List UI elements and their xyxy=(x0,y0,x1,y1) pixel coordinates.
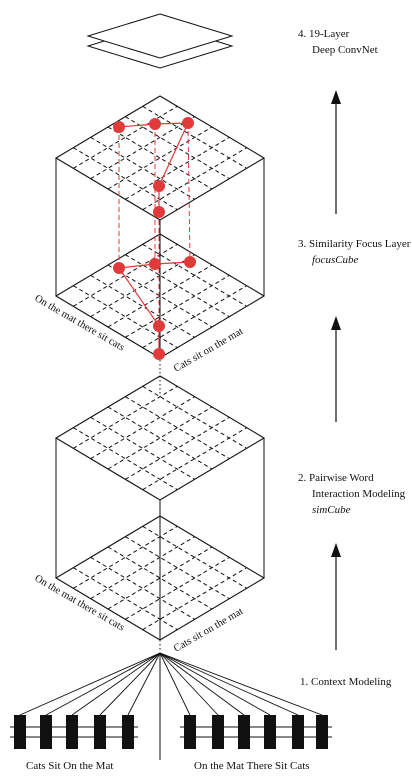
left-sentence-token xyxy=(40,715,52,749)
stage-2-subtitle: Interaction Modeling xyxy=(312,488,406,500)
focus-cube-top-face-grid xyxy=(90,136,195,200)
sim-cube-bottom-face-grid xyxy=(73,525,178,589)
focus-dot xyxy=(113,121,125,133)
word-tokens xyxy=(10,715,332,749)
focus-dot xyxy=(149,118,161,130)
left-sentence-token xyxy=(94,715,106,749)
context-line xyxy=(19,652,161,716)
right-sentence-token xyxy=(292,715,304,749)
focus-cube-bottom-face-grid xyxy=(73,243,178,307)
context-line xyxy=(45,652,161,716)
focus-dot xyxy=(153,348,165,360)
focus-dot xyxy=(149,258,161,270)
focus-path xyxy=(113,117,196,360)
context-line xyxy=(159,652,271,716)
context-line xyxy=(159,652,323,716)
focus-path-top xyxy=(158,122,189,187)
sim-cube-bottom-face-grid xyxy=(142,525,247,589)
left-sentence-token xyxy=(66,715,78,749)
arrow-stage-2-head xyxy=(331,543,341,557)
focus-cube-top-face-grid xyxy=(73,105,178,169)
sim-cube-top-face-grid xyxy=(142,385,247,449)
focus-cube-bottom-face-grid xyxy=(90,274,195,338)
sim-cube-top-face-grid xyxy=(107,406,213,470)
focus-path-bottom xyxy=(118,263,156,269)
context-line xyxy=(99,652,161,716)
right-sentence-token xyxy=(212,715,224,749)
focus-cube-top-face-grid xyxy=(73,147,178,211)
left-sentence: Cats Sit On the Mat xyxy=(26,760,114,772)
stage-2-label: 2. Pairwise Word Interaction Modeling si… xyxy=(298,470,405,518)
focus-dot xyxy=(153,206,165,218)
sim-cube-top-face-grid xyxy=(73,385,178,449)
focus-cube-bottom-face-grid xyxy=(90,254,195,318)
focus-path-top xyxy=(118,123,156,128)
stage-3-title: 3. Similarity Focus Layer xyxy=(298,238,411,250)
arrow-stage-4-head xyxy=(331,90,341,104)
sim-cube-top-face-grid xyxy=(73,427,178,491)
left-sentence-token xyxy=(122,715,134,749)
focus-dot xyxy=(113,262,125,274)
convnet-layers xyxy=(86,13,234,69)
context-line xyxy=(159,652,191,716)
cubes xyxy=(54,95,266,652)
sim-cube-top-face-grid xyxy=(90,396,195,460)
focus-path-bottom xyxy=(118,267,160,327)
focus-cube-bottom-face-grid xyxy=(142,243,247,307)
left-sentence-token xyxy=(14,715,26,749)
stage-1-title: 1. Context Modeling xyxy=(300,676,392,688)
sim-cube xyxy=(54,375,266,641)
context-modeling-lines xyxy=(19,652,323,760)
right-sentence-token xyxy=(316,715,328,749)
context-line xyxy=(159,652,245,716)
stage-arrows xyxy=(331,90,341,650)
focus-dot xyxy=(153,320,165,332)
sim-cube-bottom-face-grid xyxy=(73,567,178,631)
focus-cube-right-axis-label: Cats sit on the mat xyxy=(172,326,245,375)
context-line xyxy=(127,652,161,716)
focus-cube-top-face-grid xyxy=(90,116,195,180)
focus-vertical-link xyxy=(187,122,191,263)
focus-cube-bottom-face-grid xyxy=(107,264,213,328)
focus-cube xyxy=(54,95,266,359)
stage-3-label: 3. Similarity Focus Layer focusCube xyxy=(298,236,410,268)
sim-cube-right-axis-label: Cats sit on the mat xyxy=(172,606,245,655)
focus-dot xyxy=(184,256,196,268)
focus-cube-left-axis-label: On the mat there sit cats xyxy=(33,293,127,353)
focus-dot xyxy=(153,180,165,192)
focus-dot xyxy=(182,117,194,129)
stage-2-subtitle-2: simCube xyxy=(312,504,351,516)
focus-cube-bottom-face-grid xyxy=(107,264,213,328)
right-sentence-token xyxy=(238,715,250,749)
focus-cube-bottom-face-grid xyxy=(73,285,178,349)
sim-cube-top-face-grid xyxy=(107,406,213,470)
context-line xyxy=(159,652,219,716)
convnet-layer-front xyxy=(86,13,234,59)
context-line xyxy=(71,652,161,716)
stage-2-title: 2. Pairwise Word xyxy=(298,472,374,484)
focus-cube-top-face-grid xyxy=(107,126,213,190)
stage-4-title: 4. 19-Layer xyxy=(298,28,350,40)
sim-cube-top-face xyxy=(54,375,266,501)
sim-cube-bottom-face-grid xyxy=(90,536,195,600)
sim-cube-top-face-grid xyxy=(90,416,195,480)
sim-cube-bottom-face-grid xyxy=(107,546,213,610)
focus-cube-top-face xyxy=(54,95,266,221)
stage-4-subtitle: Deep ConvNet xyxy=(312,44,378,56)
sim-cube-bottom-face-grid xyxy=(90,556,195,620)
right-sentence-token xyxy=(184,715,196,749)
stage-4-label: 4. 19-Layer Deep ConvNet xyxy=(298,26,378,58)
arrow-stage-3-head xyxy=(331,316,341,330)
sim-cube-left-axis-label: On the mat there sit cats xyxy=(33,573,127,633)
stage-1-label: 1. Context Modeling xyxy=(300,674,391,690)
right-sentence-token xyxy=(264,715,276,749)
focus-cube-top-face-grid xyxy=(142,105,247,169)
stage-3-subtitle: focusCube xyxy=(312,254,359,266)
sim-cube-bottom-face-grid xyxy=(107,546,213,610)
context-line xyxy=(159,652,299,716)
right-sentence: On the Mat There Sit Cats xyxy=(194,760,310,772)
focus-cube-top-face-grid xyxy=(107,126,213,190)
